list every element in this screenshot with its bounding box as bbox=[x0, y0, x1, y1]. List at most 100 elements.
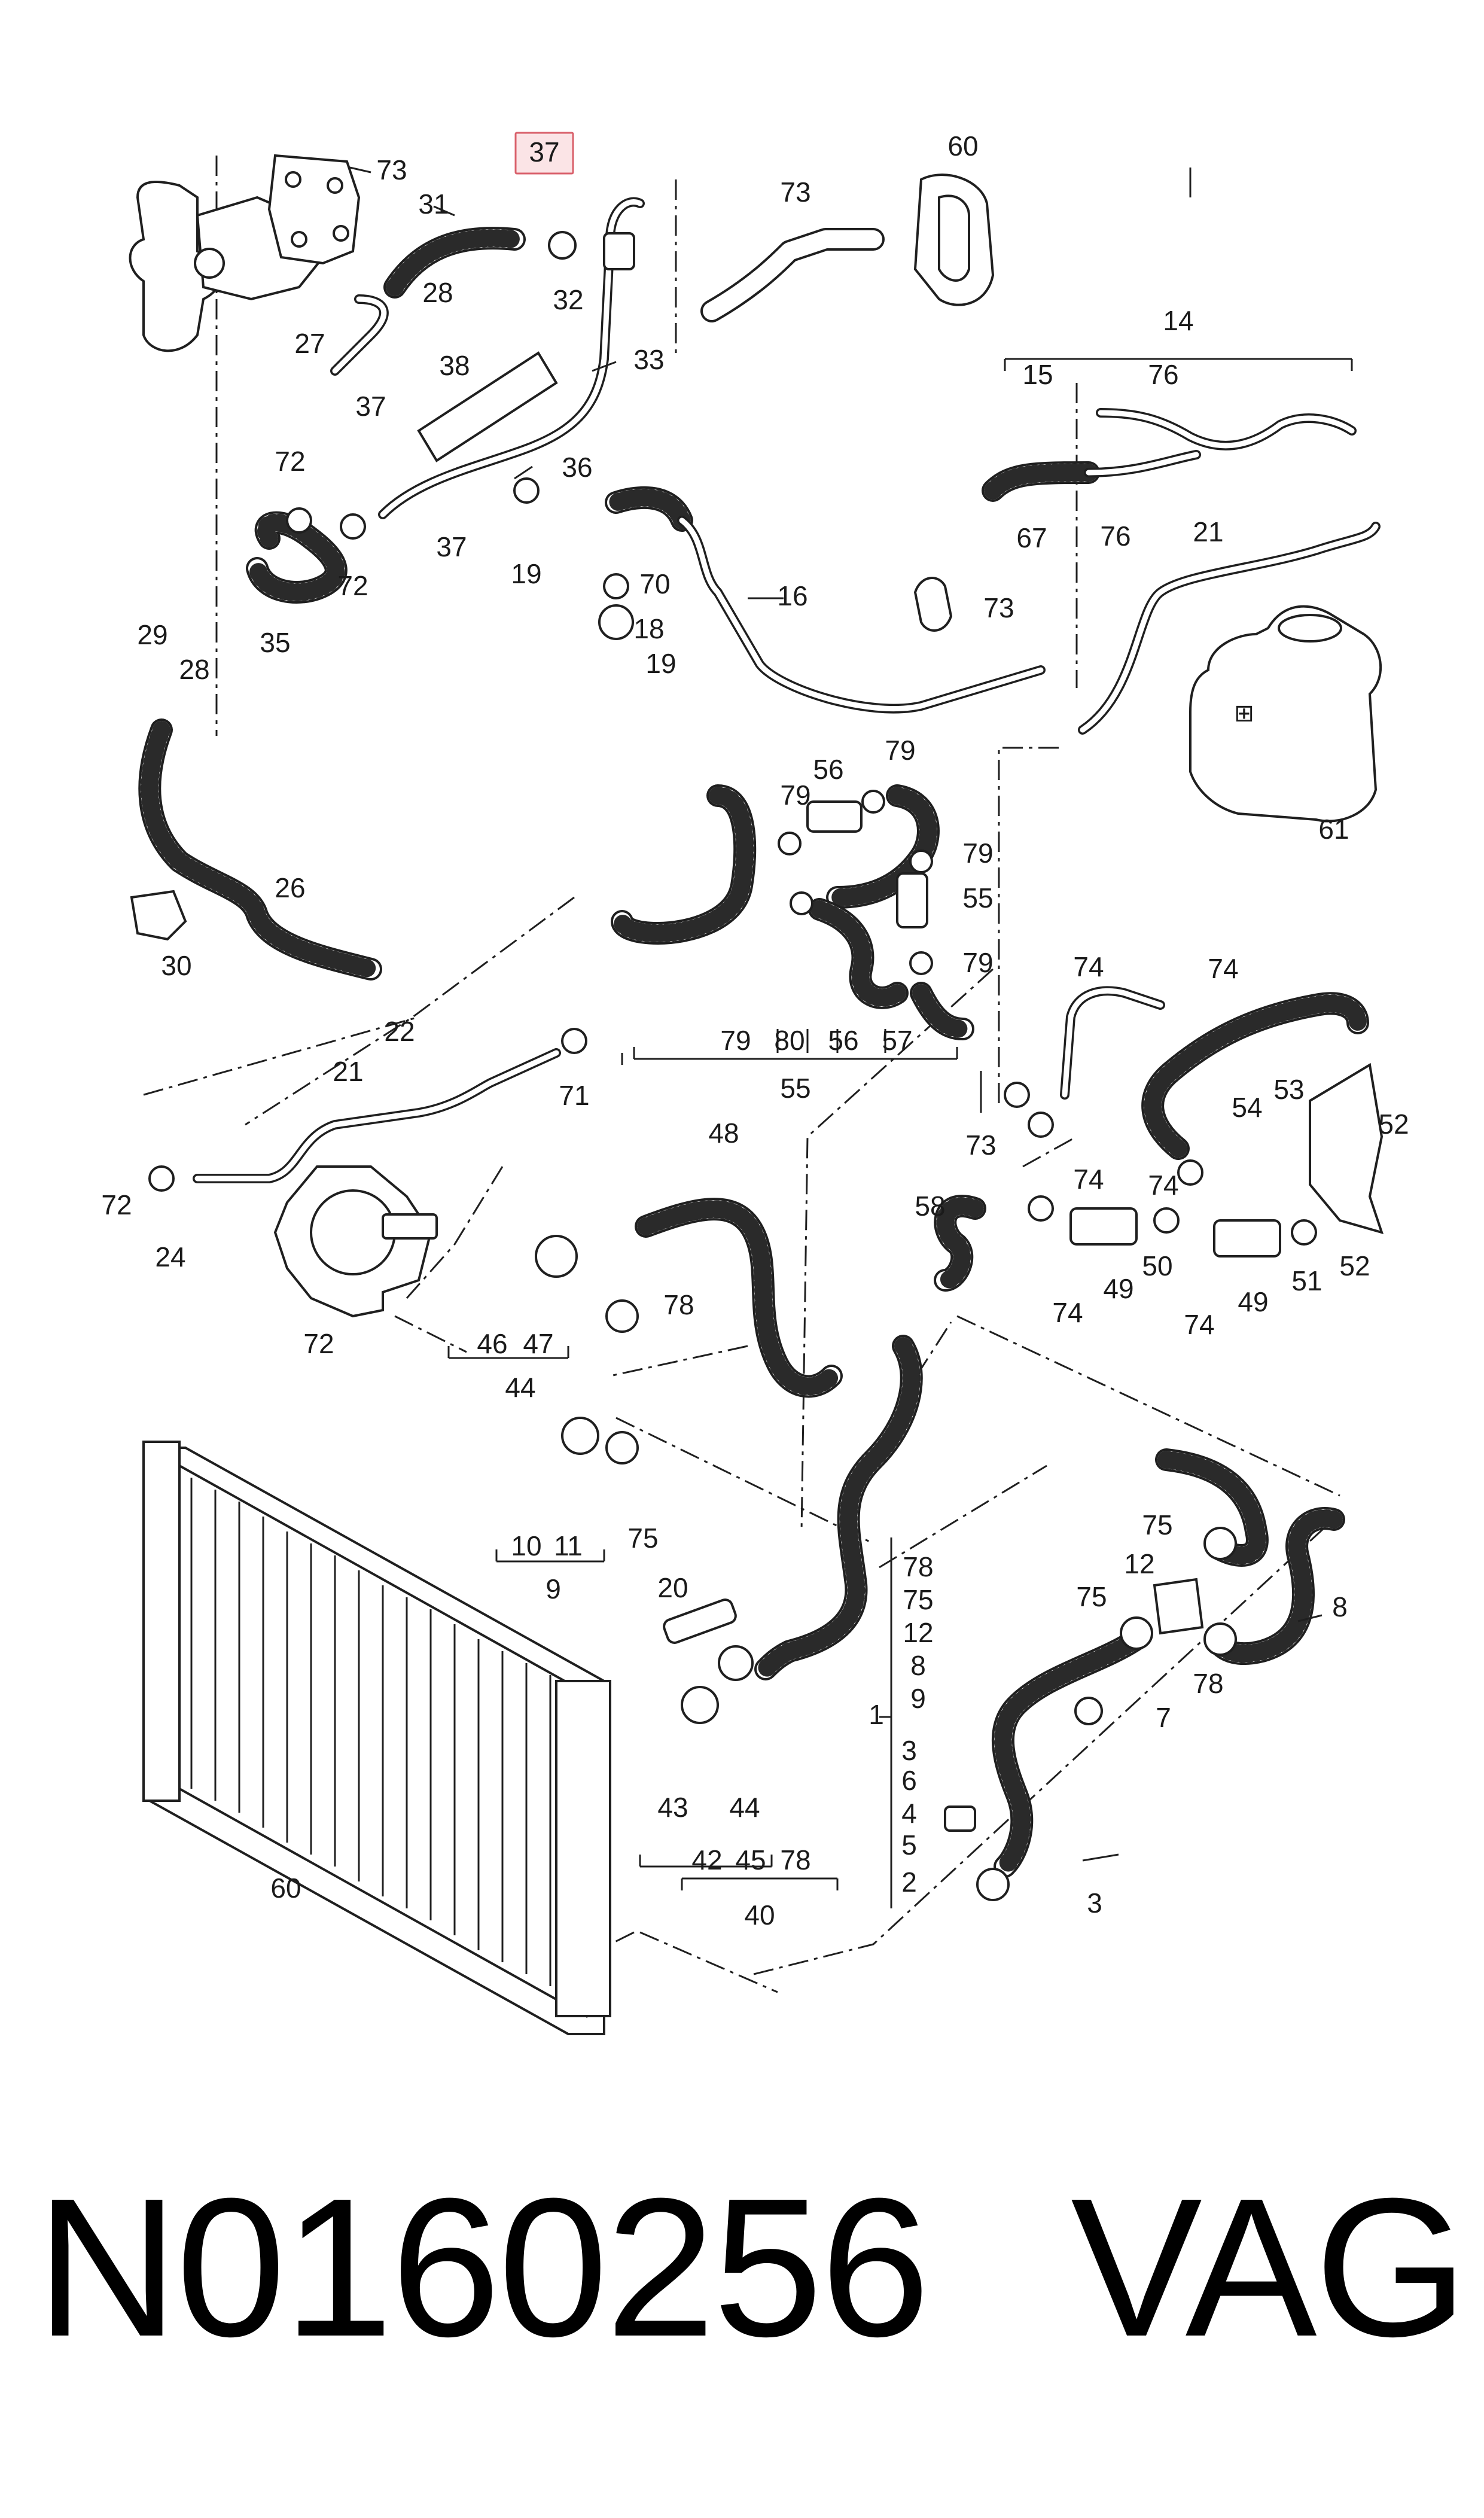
tank-logo-glyph: ⊞ bbox=[1234, 701, 1254, 727]
fittings bbox=[148, 231, 1317, 1901]
kit-1-item-12: 12 bbox=[903, 1617, 933, 1648]
callout-76[interactable]: 76 bbox=[1148, 359, 1178, 390]
callout-79d[interactable]: 79 bbox=[962, 947, 993, 978]
callout-labels: 37 73 31 60 73 28 32 27 33 14 15 76 38 3… bbox=[101, 130, 1409, 1931]
callout-75c[interactable]: 75 bbox=[1076, 1581, 1107, 1612]
callout-72b[interactable]: 72 bbox=[101, 1189, 132, 1220]
callout-70[interactable]: 67 bbox=[1016, 522, 1047, 553]
callout-79e[interactable]: 79 bbox=[720, 1025, 751, 1056]
callout-64[interactable]: 73 bbox=[376, 154, 407, 185]
callout-79c[interactable]: 79 bbox=[962, 838, 993, 869]
callout-80[interactable]: 80 bbox=[774, 1025, 805, 1056]
callout-37-highlighted[interactable]: 37 bbox=[529, 136, 559, 168]
callout-21[interactable]: 20 bbox=[657, 1572, 688, 1603]
brand-caption: VAG bbox=[1071, 2157, 1468, 2377]
callout-29b[interactable]: 29 bbox=[137, 619, 167, 650]
callout-71[interactable]: 70 bbox=[639, 568, 670, 599]
callout-56[interactable]: 56 bbox=[813, 754, 843, 785]
callout-41[interactable]: 42 bbox=[691, 1844, 722, 1875]
callout-60[interactable]: 60 bbox=[270, 1872, 301, 1904]
callout-73b[interactable]: 72 bbox=[337, 570, 368, 601]
callout-25[interactable]: 22 bbox=[384, 1016, 415, 1047]
callout-74d[interactable]: 74 bbox=[1184, 1309, 1214, 1340]
callout-58[interactable]: 60 bbox=[947, 130, 978, 162]
callout-32[interactable]: 32 bbox=[553, 284, 583, 315]
callout-55b[interactable]: 56 bbox=[828, 1025, 858, 1056]
callout-48b[interactable]: 49 bbox=[1238, 1286, 1268, 1317]
callout-77[interactable]: 78 bbox=[663, 1289, 694, 1320]
callout-76b[interactable]: 76 bbox=[1100, 520, 1130, 552]
hose-57 bbox=[934, 1195, 986, 1292]
callout-40[interactable]: 40 bbox=[744, 1899, 775, 1931]
callout-62[interactable]: 72 bbox=[303, 1328, 334, 1359]
callout-1[interactable]: 1 bbox=[869, 1699, 884, 1730]
callout-36[interactable]: 37 bbox=[436, 531, 467, 562]
callout-20[interactable]: 19 bbox=[511, 558, 541, 589]
callout-77b[interactable]: 78 bbox=[780, 1844, 810, 1875]
callout-67[interactable]: 74 bbox=[1073, 951, 1104, 982]
part-number-caption: N0160256 bbox=[36, 2157, 930, 2377]
callout-75[interactable]: 75 bbox=[1142, 1509, 1172, 1540]
callout-37[interactable]: 37 bbox=[355, 391, 386, 422]
callout-47[interactable]: 48 bbox=[708, 1118, 739, 1149]
callout-56b[interactable]: 57 bbox=[882, 1025, 912, 1056]
callout-49[interactable]: 50 bbox=[1142, 1250, 1172, 1281]
callout-50[interactable]: 52 bbox=[1378, 1109, 1409, 1140]
callout-19[interactable]: 19 bbox=[645, 648, 676, 679]
callout-48[interactable]: 49 bbox=[1103, 1273, 1133, 1304]
callout-22[interactable]: 21 bbox=[1193, 516, 1223, 547]
callout-12[interactable]: 12 bbox=[1124, 1548, 1154, 1579]
callout-24[interactable]: 21 bbox=[333, 1056, 363, 1087]
callout-9[interactable]: 9 bbox=[546, 1573, 561, 1604]
callout-28[interactable]: 27 bbox=[294, 328, 325, 359]
callout-26[interactable]: 24 bbox=[155, 1241, 185, 1272]
callout-53[interactable]: 54 bbox=[1232, 1092, 1262, 1123]
callout-30[interactable]: 30 bbox=[161, 950, 191, 981]
callout-33[interactable]: 35 bbox=[260, 627, 290, 658]
callout-42[interactable]: 43 bbox=[657, 1792, 688, 1823]
callout-63[interactable]: 73 bbox=[983, 592, 1014, 623]
callout-46[interactable]: 47 bbox=[523, 1328, 553, 1359]
callout-75b[interactable]: 75 bbox=[627, 1523, 658, 1554]
callout-74c[interactable]: 74 bbox=[1052, 1297, 1083, 1328]
callout-43[interactable]: 44 bbox=[729, 1792, 760, 1823]
callout-51[interactable]: 52 bbox=[1339, 1250, 1370, 1281]
callout-11[interactable]: 11 bbox=[554, 1530, 583, 1561]
callout-79[interactable]: 79 bbox=[885, 735, 915, 766]
thermostat-housing bbox=[129, 154, 361, 352]
callout-3[interactable]: 3 bbox=[1087, 1887, 1102, 1919]
callout-8[interactable]: 8 bbox=[1332, 1591, 1348, 1622]
callout-72[interactable]: 71 bbox=[559, 1080, 589, 1111]
callout-65[interactable]: 73 bbox=[780, 176, 810, 208]
callout-55[interactable]: 55 bbox=[962, 882, 993, 914]
callout-35[interactable]: 36 bbox=[562, 452, 592, 483]
callout-10[interactable]: 10 bbox=[511, 1530, 541, 1561]
callout-38[interactable]: 38 bbox=[439, 350, 470, 381]
callout-73c[interactable]: 73 bbox=[965, 1129, 996, 1161]
callout-78[interactable]: 78 bbox=[1193, 1668, 1223, 1699]
hose-group-right-lower bbox=[991, 1448, 1345, 1878]
callout-61[interactable]: 61 bbox=[1318, 814, 1349, 845]
callout-7[interactable]: 7 bbox=[1156, 1702, 1171, 1733]
callout-52[interactable]: 53 bbox=[1273, 1074, 1304, 1105]
callout-73[interactable]: 72 bbox=[275, 446, 305, 477]
callout-15[interactable]: 15 bbox=[1022, 359, 1053, 390]
callout-29[interactable]: 28 bbox=[422, 277, 453, 308]
callout-57[interactable]: 58 bbox=[915, 1191, 945, 1222]
callout-14[interactable]: 14 bbox=[1163, 305, 1193, 336]
callout-34[interactable]: 33 bbox=[633, 344, 664, 375]
callout-45[interactable]: 46 bbox=[477, 1328, 507, 1359]
callout-79b[interactable]: 79 bbox=[780, 780, 810, 811]
callout-27[interactable]: 26 bbox=[275, 872, 305, 903]
callout-28b[interactable]: 28 bbox=[179, 654, 209, 685]
callout-66[interactable]: 74 bbox=[1208, 953, 1238, 984]
callout-74[interactable]: 74 bbox=[1073, 1164, 1104, 1195]
callout-16[interactable]: 16 bbox=[777, 580, 807, 611]
callout-18[interactable]: 18 bbox=[633, 613, 664, 644]
callout-44b[interactable]: 45 bbox=[735, 1844, 766, 1875]
callout-54[interactable]: 55 bbox=[780, 1073, 810, 1104]
callout-31[interactable]: 31 bbox=[418, 188, 449, 220]
callout-44[interactable]: 44 bbox=[505, 1372, 535, 1403]
callout-49b[interactable]: 51 bbox=[1291, 1265, 1322, 1296]
callout-74b[interactable]: 74 bbox=[1148, 1170, 1178, 1201]
